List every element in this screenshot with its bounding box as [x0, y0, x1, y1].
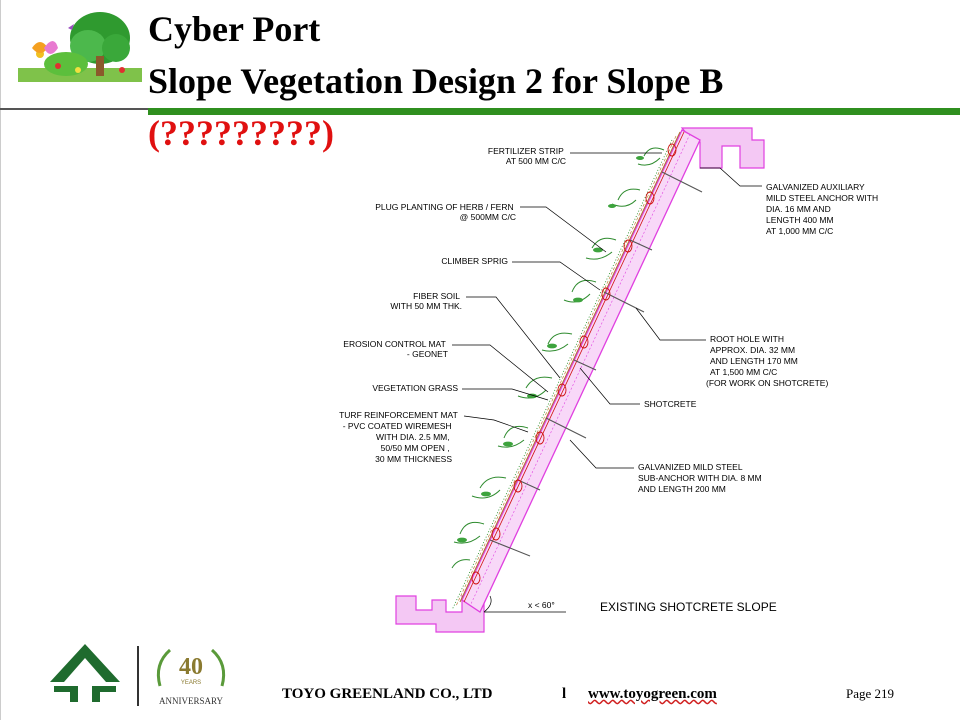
- header-divider-green: [148, 108, 960, 115]
- anniversary-logo-icon: 40 YEARS ANNIVERSARY: [156, 648, 226, 706]
- top-drain: [680, 127, 765, 169]
- title-line-1: Cyber Port: [148, 9, 321, 49]
- label-climber-sprig: CLIMBER SPRIG: [441, 256, 508, 266]
- left-edge-line: [0, 0, 1, 720]
- svg-text:YEARS: YEARS: [181, 680, 201, 686]
- label-root-hole: ROOT HOLE WITH APPROX. DIA. 32 MM AND LE…: [706, 334, 828, 388]
- anchors: [489, 171, 703, 557]
- shotcrete-slope: [461, 129, 701, 613]
- bottom-drain: [395, 595, 485, 633]
- right-labels: GALVANIZED AUXILIARY MILD STEEL ANCHOR W…: [638, 182, 880, 494]
- plant-leaves: [457, 156, 644, 543]
- label-fiber-soil: FIBER SOIL WITH 50 MM THK.: [390, 291, 462, 311]
- label-vegetation-grass: VEGETATION GRASS: [372, 383, 458, 393]
- angle-marker: x < 60°: [483, 595, 566, 613]
- label-sub-anchor: GALVANIZED MILD STEEL SUB-ANCHOR WITH DI…: [638, 462, 764, 494]
- header-divider-gray: [0, 108, 148, 110]
- nature-logo-icon: [18, 12, 142, 82]
- footer-logo-divider: [137, 646, 139, 706]
- fiber-soil-layer: [451, 131, 685, 611]
- leader-lines: [452, 152, 762, 469]
- angle-label: x < 60°: [528, 600, 555, 610]
- website-link[interactable]: www.toyogreen.com: [588, 686, 717, 702]
- company-name: TOYO GREENLAND CO., LTD: [282, 686, 493, 702]
- title-line-3: (?????????): [148, 113, 334, 153]
- left-labels: FERTILIZER STRIP AT 500 MM C/C PLUG PLAN…: [339, 146, 566, 464]
- label-auxiliary-anchor: GALVANIZED AUXILIARY MILD STEEL ANCHOR W…: [766, 182, 880, 236]
- label-erosion-control-mat: EROSION CONTROL MAT - GEONET: [343, 339, 448, 359]
- label-shotcrete: SHOTCRETE: [644, 399, 697, 409]
- slope-label: EXISTING SHOTCRETE SLOPE: [600, 600, 777, 614]
- footer-separator: l: [562, 686, 567, 702]
- label-turf-reinforcement-mat: TURF REINFORCEMENT MAT - PVC COATED WIRE…: [339, 410, 460, 464]
- svg-text:40: 40: [179, 654, 203, 680]
- svg-text:ANNIVERSARY: ANNIVERSARY: [159, 696, 224, 706]
- page-number: Page 219: [846, 686, 895, 701]
- label-plug-planting: PLUG PLANTING OF HERB / FERN @ 500MM C/C: [375, 202, 516, 222]
- company-logo-icon: [50, 644, 120, 702]
- title-line-2: Slope Vegetation Design 2 for Slope B: [148, 61, 724, 101]
- fertilizer-strips: [471, 143, 677, 585]
- label-fertilizer-strip: FERTILIZER STRIP AT 500 MM C/C: [488, 146, 566, 166]
